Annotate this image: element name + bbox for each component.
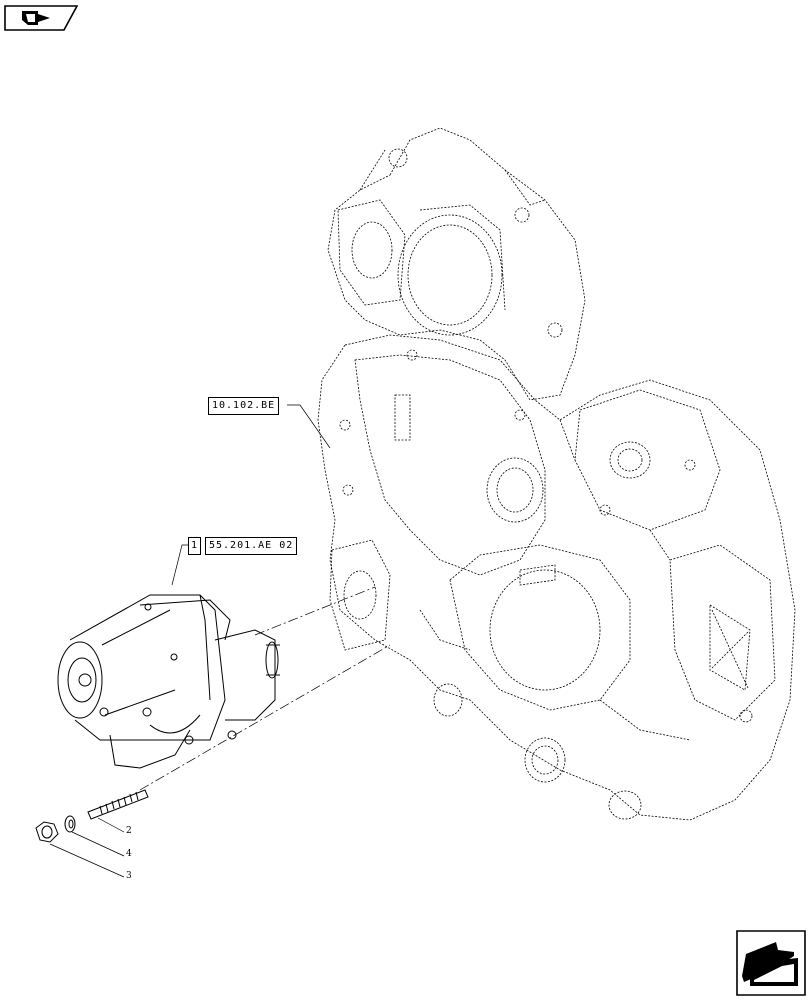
leader-cover [287,404,331,449]
right-block [669,544,776,721]
upper-housing-outline [327,127,586,401]
callout-stud: 2 [126,826,132,836]
nut [35,821,59,843]
starter-reference-label[interactable]: 55.201.AE 02 [205,537,298,555]
lower-left-boss [433,683,463,717]
pinion-gear [265,641,279,679]
left-flange [329,539,391,651]
starter-motor [57,594,280,769]
leader-nut [49,843,125,878]
leader-washer [71,831,125,857]
cover-reference-label[interactable]: 10.102.BE [208,397,280,415]
arrow-forward-icon[interactable] [736,930,806,996]
arrow-back-icon[interactable] [4,5,78,31]
bottom-boss [608,790,642,820]
callout-nut: 3 [126,871,132,881]
leader-stud [97,817,125,833]
front-cover-outline [317,334,796,821]
centerline-upper [254,586,376,636]
lower-boss [524,737,566,783]
centerline-lower [139,644,391,791]
upper-left-flange [337,199,406,306]
starter-quantity-label: 1 [188,537,202,555]
center-bore [486,457,544,523]
stud [87,789,149,820]
right-boss-housing [574,389,721,531]
lower-bore-opening [449,544,631,711]
washer [64,815,76,833]
upper-bore [397,214,503,336]
motor-end-cap [57,641,103,719]
leader-starter [171,544,188,586]
callout-washer: 4 [126,849,132,859]
